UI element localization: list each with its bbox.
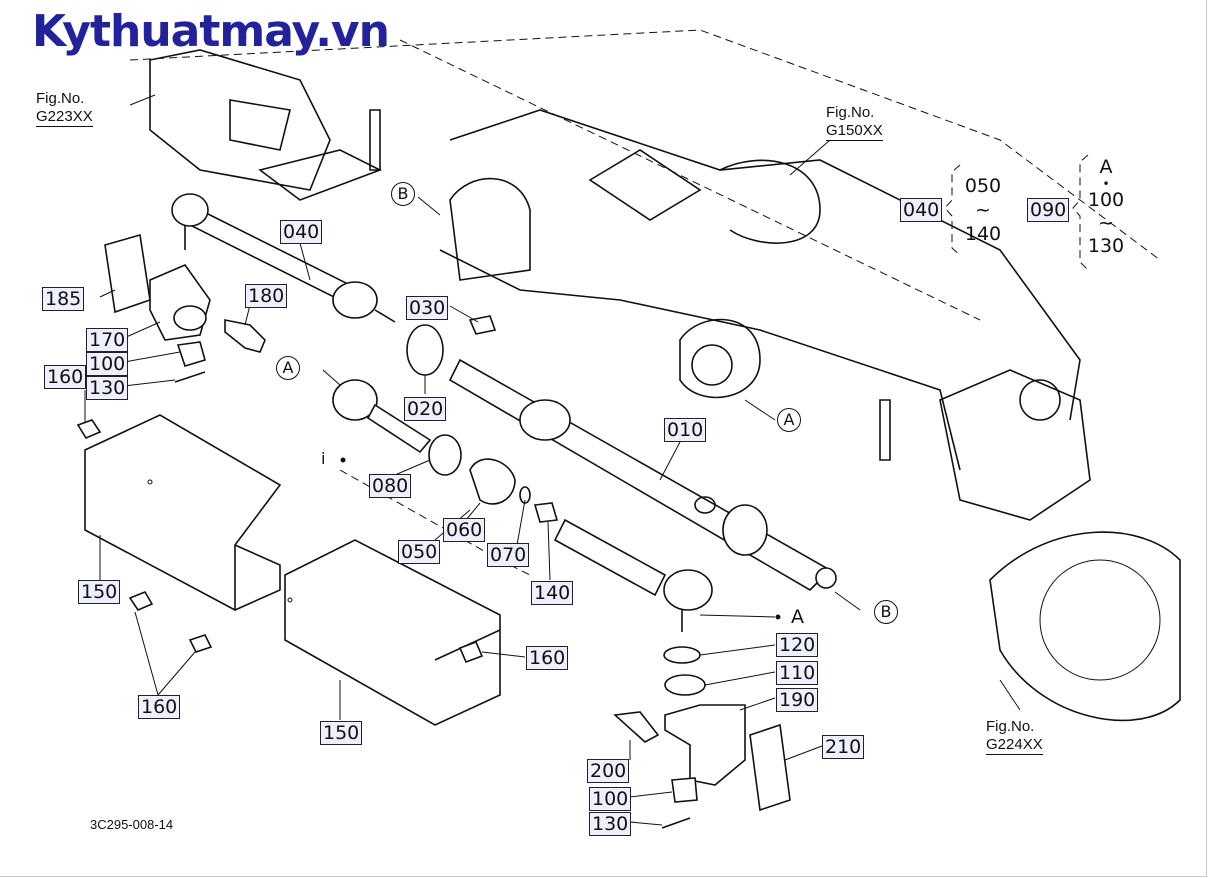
part-tie-rod-end-assembly: [332, 379, 559, 576]
callout-a-left: A: [276, 356, 300, 380]
fig-ref-g224: Fig.No. G224XX: [986, 718, 1043, 755]
range-from: 100: [1087, 189, 1125, 211]
fig-ref-g223: Fig.No. G223XX: [36, 90, 93, 127]
part-label-150[interactable]: 150: [78, 580, 121, 604]
part-label-060[interactable]: 060: [443, 518, 486, 542]
lower-hardware: [613, 646, 791, 829]
part-label-130[interactable]: 130: [589, 812, 632, 836]
legend-090-range: A • 100 ~ 130: [1083, 156, 1129, 258]
callout-b-upper: B: [391, 182, 415, 206]
part-label-080[interactable]: 080: [369, 474, 412, 498]
legend-040-range: 050 ~ 140: [960, 174, 1006, 246]
figure-code: 3C295-008-14: [90, 817, 174, 832]
part-label-185[interactable]: 185: [42, 287, 85, 311]
part-label-200[interactable]: 200: [587, 759, 630, 783]
range-dot: •: [1102, 177, 1110, 191]
part-label-100[interactable]: 100: [86, 352, 129, 376]
part-label-040[interactable]: 040: [280, 220, 323, 244]
range-from: 050: [964, 175, 1002, 197]
part-label-010[interactable]: 010: [664, 418, 707, 442]
part-label-070[interactable]: 070: [487, 543, 530, 567]
legend-090-code[interactable]: 090: [1027, 198, 1070, 222]
part-label-150[interactable]: 150: [320, 721, 363, 745]
part-label-100[interactable]: 100: [589, 787, 632, 811]
part-label-170[interactable]: 170: [86, 328, 129, 352]
fig-ref-number: G224XX: [986, 736, 1043, 755]
part-label-190[interactable]: 190: [776, 688, 819, 712]
range-head: A: [1099, 156, 1113, 178]
callout-a-text: A: [791, 606, 804, 628]
part-covers-150: [84, 414, 501, 726]
part-label-160[interactable]: 160: [44, 365, 87, 389]
part-label-110[interactable]: 110: [776, 661, 819, 685]
small-hardware-upper: [174, 319, 266, 383]
fig-ref-number: G150XX: [826, 122, 883, 141]
legend-braces: [944, 154, 1089, 271]
part-label-120[interactable]: 120: [776, 633, 819, 657]
fig-ref-title: Fig.No.: [986, 718, 1035, 735]
part-label-020[interactable]: 020: [404, 397, 447, 421]
part-label-050[interactable]: 050: [398, 540, 441, 564]
fig-ref-title: Fig.No.: [36, 90, 85, 107]
part-label-130[interactable]: 130: [86, 376, 129, 400]
legend-040-code[interactable]: 040: [900, 198, 943, 222]
part-label-030[interactable]: 030: [406, 296, 449, 320]
part-label-180[interactable]: 180: [245, 284, 288, 308]
part-label-140[interactable]: 140: [531, 581, 574, 605]
part-label-160[interactable]: 160: [138, 695, 181, 719]
part-tube-010: [448, 358, 837, 632]
part-label-210[interactable]: 210: [822, 735, 865, 759]
fig-ref-number: G223XX: [36, 108, 93, 127]
part-tie-rod-040: [171, 193, 396, 323]
range-tilde: ~: [975, 199, 991, 221]
part-label-160[interactable]: 160: [526, 646, 569, 670]
range-tilde: ~: [1098, 212, 1114, 234]
range-to: 140: [964, 223, 1002, 245]
part-rings-030-020: [406, 315, 497, 376]
callout-a-right: A: [777, 408, 801, 432]
watermark: Kythuatmay.vn: [32, 6, 390, 57]
part-bracket-170: [104, 233, 211, 341]
callout-b-lower: B: [874, 600, 898, 624]
axle-housing: [129, 29, 1181, 722]
fig-ref-title: Fig.No.: [826, 104, 875, 121]
range-to: 130: [1087, 235, 1125, 257]
part-bolts-160: [76, 419, 484, 664]
callout-i-text: i: [321, 449, 326, 468]
leader-lines: [84, 94, 1021, 826]
fig-ref-g150: Fig.No. G150XX: [826, 104, 883, 141]
